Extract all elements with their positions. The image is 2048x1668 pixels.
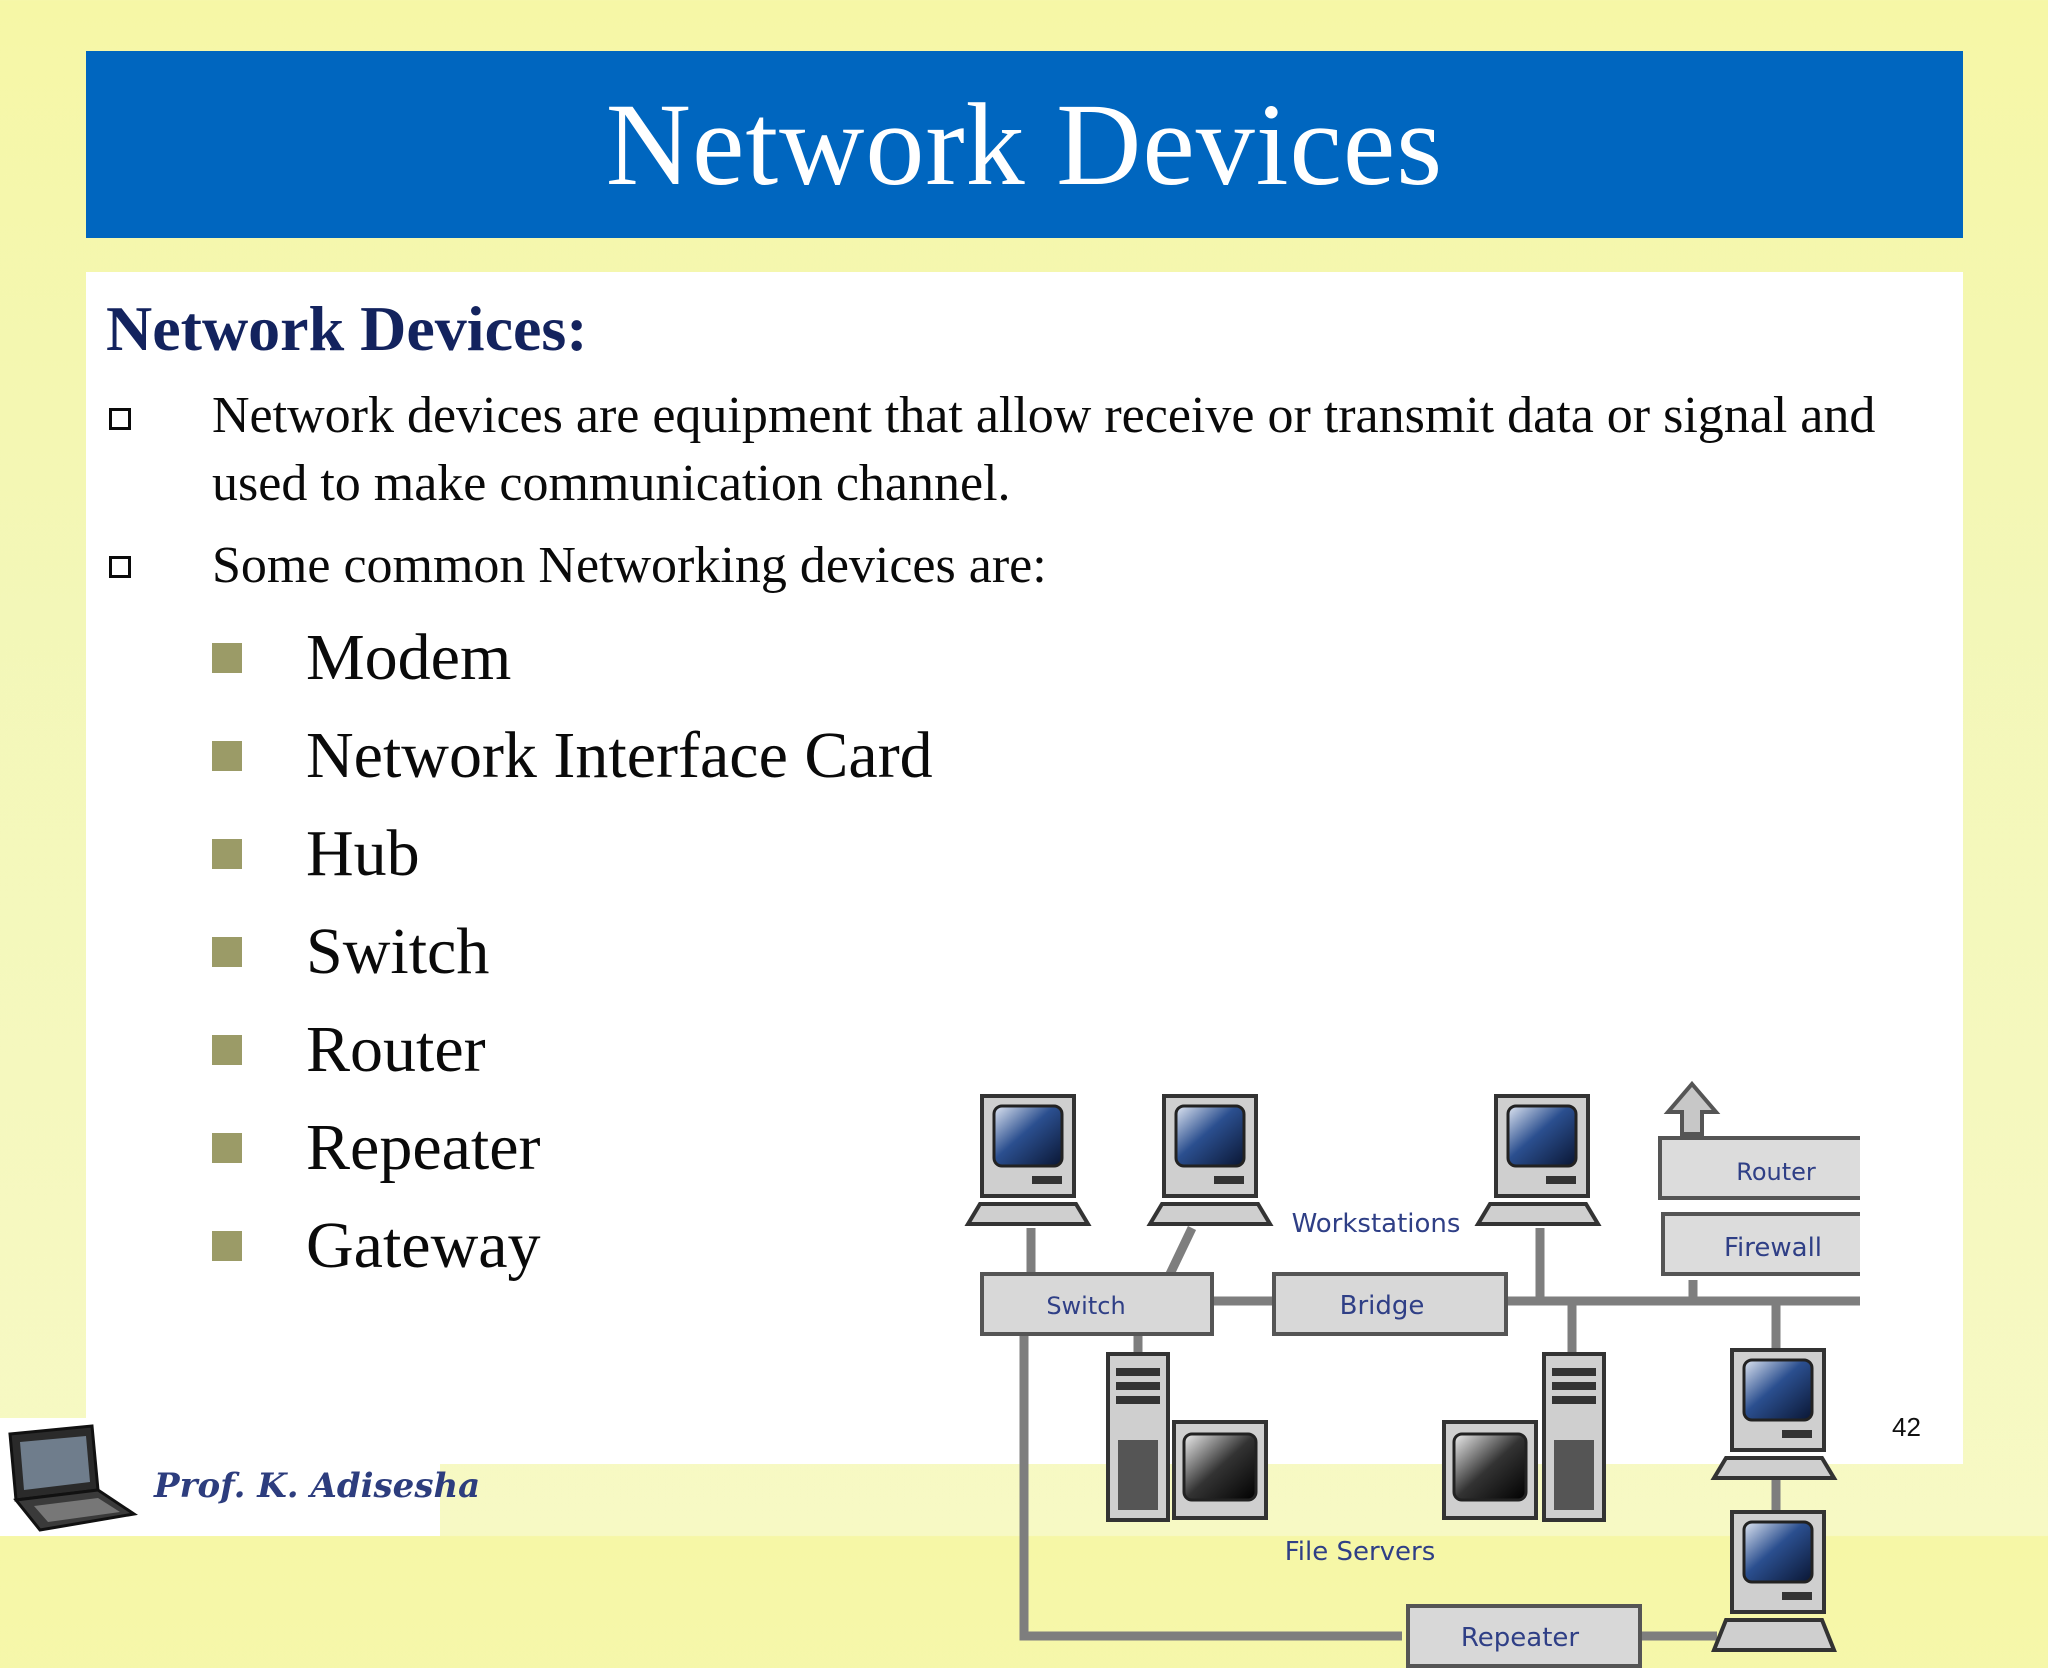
list-item: Gateway	[212, 1206, 541, 1286]
slide-content: Network Devices: Network devices are equ…	[86, 272, 1963, 1668]
page-number: 42	[1892, 1412, 1921, 1442]
square-bullet-icon	[212, 839, 242, 869]
repeater-label: Repeater	[1461, 1623, 1580, 1653]
firewall-label: Firewall	[1724, 1233, 1822, 1263]
device-label: Gateway	[306, 1209, 541, 1282]
workstation-icon	[964, 1094, 1092, 1226]
list-item: Hub	[212, 814, 420, 894]
file-server-icon	[1442, 1352, 1606, 1522]
router-box	[1658, 1136, 1860, 1200]
square-bullet-icon	[212, 937, 242, 967]
device-label: Hub	[306, 817, 420, 890]
file-servers-label: File Servers	[1285, 1537, 1436, 1567]
list-item: Switch	[212, 912, 489, 992]
switch-label: Switch	[1046, 1292, 1125, 1320]
paragraph-intro: Some common Networking devices are:	[212, 537, 1047, 594]
list-item: Router	[212, 1010, 486, 1090]
paragraph-definition: Network devices are equipment that allow…	[212, 387, 1876, 512]
square-bullet-icon	[212, 1231, 242, 1261]
device-label: Switch	[306, 915, 490, 988]
workstation-icon	[1711, 1510, 1837, 1652]
section-heading: Network Devices:	[106, 293, 588, 364]
square-bullet-icon	[212, 643, 242, 673]
bridge-label: Bridge	[1340, 1291, 1425, 1321]
device-label: Network Interface Card	[306, 719, 933, 792]
square-bullet-icon	[212, 1133, 242, 1163]
square-bullet-icon	[212, 1035, 242, 1065]
list-item: Repeater	[212, 1108, 541, 1188]
list-item: Modem	[212, 618, 511, 698]
title-bar: Network Devices	[86, 51, 1963, 238]
hollow-square-bullet-icon	[109, 556, 131, 578]
file-server-icon	[1106, 1352, 1268, 1522]
device-label: Router	[306, 1013, 486, 1086]
author-signature: Prof. K. Adisesha	[154, 1466, 481, 1506]
hollow-square-bullet-icon	[109, 408, 131, 430]
list-item: Network Interface Card	[212, 716, 933, 796]
workstations-label: Workstations	[1292, 1209, 1461, 1239]
workstation-icon	[1710, 1348, 1838, 1480]
network-diagram: Router Firewall Switch Bridge Repeater W…	[964, 1080, 1860, 1668]
workstation-icon	[1146, 1094, 1274, 1226]
switch-box	[980, 1272, 1214, 1336]
arrow-up-icon	[1663, 1080, 1721, 1136]
device-label: Repeater	[306, 1111, 541, 1184]
firewall-box	[1661, 1212, 1860, 1276]
slide-title: Network Devices	[605, 78, 1444, 210]
router-label: Router	[1736, 1158, 1816, 1186]
device-label: Modem	[306, 621, 512, 694]
square-bullet-icon	[212, 741, 242, 771]
workstation-icon	[1474, 1094, 1602, 1226]
bridge-box	[1272, 1272, 1508, 1336]
laptop-logo-icon	[0, 1418, 440, 1536]
